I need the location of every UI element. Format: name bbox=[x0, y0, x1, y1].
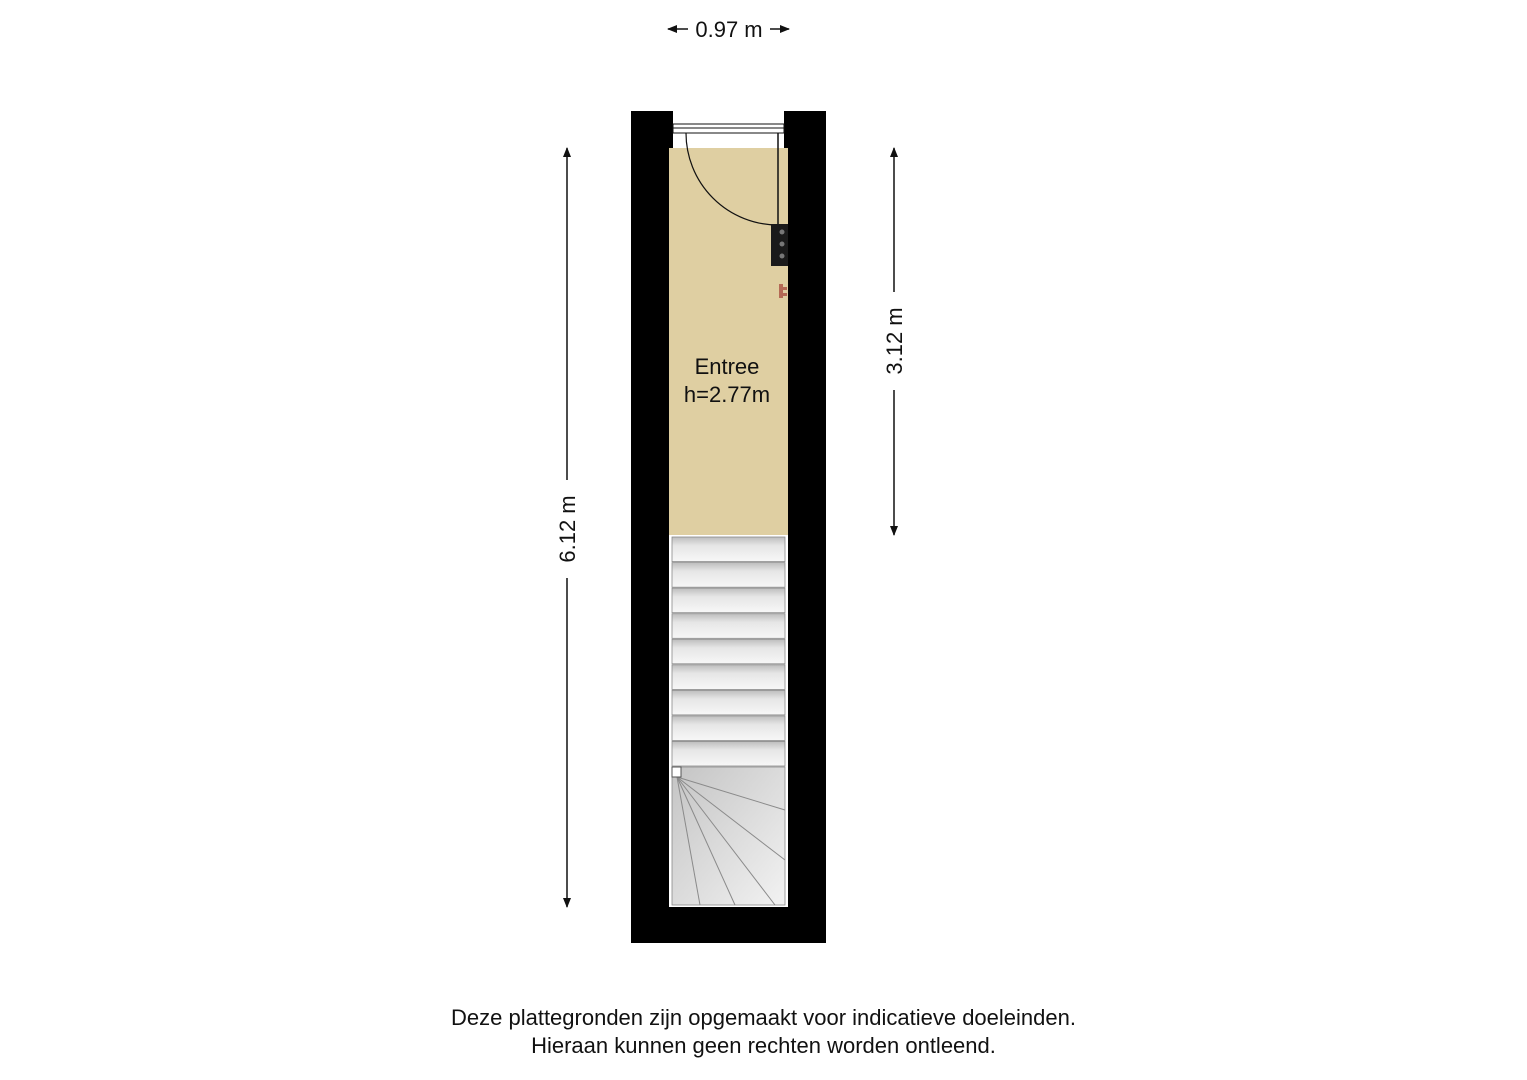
dimension-total-height-label: 6.12 m bbox=[555, 495, 580, 562]
winder-step-edge bbox=[676, 776, 736, 906]
room-ceiling-height: h=2.77m bbox=[684, 382, 770, 407]
stair-newel bbox=[671, 766, 682, 778]
stair-step bbox=[671, 562, 786, 588]
stair-step bbox=[671, 664, 786, 690]
room-name: Entree bbox=[695, 354, 760, 379]
wall-outlet-icon bbox=[779, 284, 787, 298]
stair-step bbox=[671, 638, 786, 665]
winder-step-edge bbox=[676, 776, 786, 861]
winder-step-edge bbox=[676, 776, 786, 811]
disclaimer-line-1: Deze plattegronden zijn opgemaakt voor i… bbox=[451, 1005, 1076, 1030]
door-swing bbox=[685, 132, 779, 226]
stair-step bbox=[671, 613, 786, 639]
stair-step bbox=[671, 715, 786, 741]
dimension-entree-height-label: 3.12 m bbox=[882, 307, 907, 374]
stair-step bbox=[671, 689, 786, 716]
dimension-total-height: 6.12 m bbox=[555, 147, 580, 908]
winder-steps bbox=[671, 766, 786, 906]
stair-step bbox=[671, 587, 786, 614]
winder-area bbox=[671, 766, 786, 906]
dimension-width-label: 0.97 m bbox=[695, 17, 762, 42]
winder-step-edge bbox=[676, 776, 701, 906]
stair-step bbox=[671, 741, 786, 767]
disclaimer-line-2: Hieraan kunnen geen rechten worden ontle… bbox=[531, 1033, 996, 1058]
dimension-width: 0.97 m bbox=[667, 17, 790, 42]
stair-step bbox=[671, 536, 786, 563]
dimension-entree-height: 3.12 m bbox=[882, 147, 907, 536]
meter-panel bbox=[771, 224, 788, 266]
disclaimer: Deze plattegronden zijn opgemaakt voor i… bbox=[0, 1004, 1527, 1060]
entree-floor bbox=[669, 148, 788, 535]
stairs bbox=[671, 536, 786, 767]
winder-step-edge bbox=[676, 776, 776, 906]
